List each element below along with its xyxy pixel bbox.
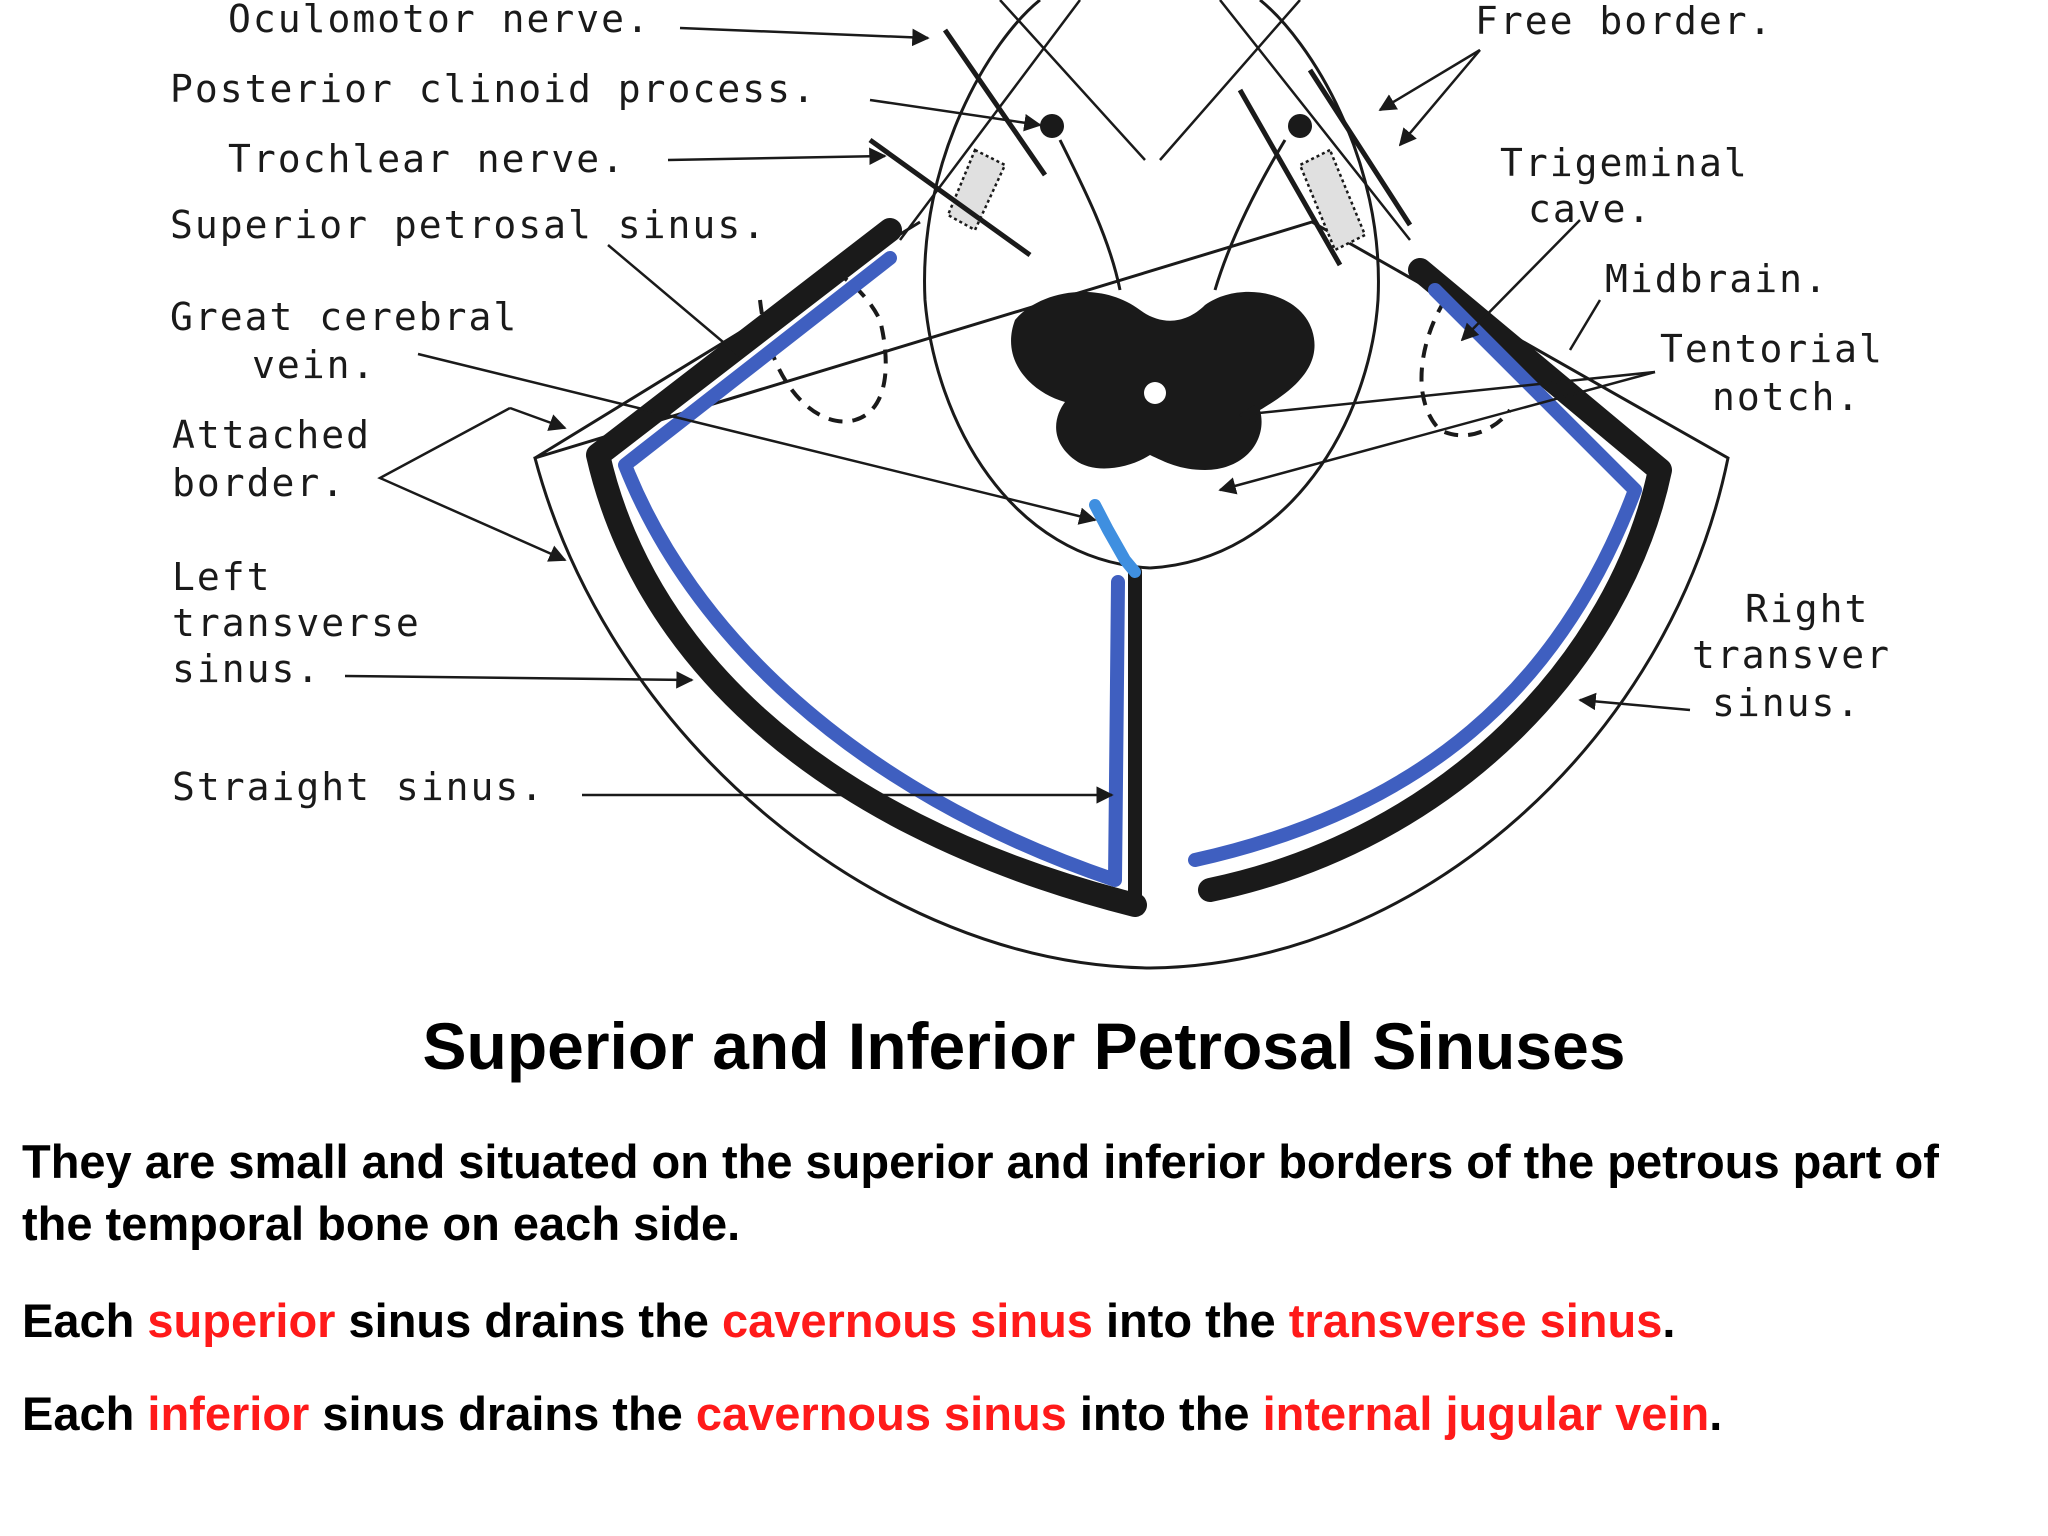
label-midbrain: Midbrain. <box>1605 257 1829 301</box>
p3-text-e: into the <box>1066 1387 1263 1440</box>
p3-text-a: Each <box>22 1387 148 1440</box>
right-clinoid <box>1288 114 1312 138</box>
label-right-transverse-3: sinus. <box>1712 681 1861 725</box>
paragraph-location: They are small and situated on the super… <box>22 1135 1939 1250</box>
label-trigeminal-1: Trigeminal <box>1500 141 1749 185</box>
p2-highlight-superior: superior <box>147 1294 336 1347</box>
midbrain <box>1011 291 1315 470</box>
p3-highlight-cavernous: cavernous sinus <box>695 1387 1067 1440</box>
label-right-transverse-1: Right <box>1745 587 1869 631</box>
label-oculomotor: Oculomotor nerve. <box>228 0 651 41</box>
label-great-cerebral-1: Great cerebral <box>170 295 518 339</box>
label-superior-petrosal: Superior petrosal sinus. <box>170 203 767 247</box>
p3-highlight-jugular: internal jugular vein <box>1262 1387 1710 1440</box>
label-great-cerebral-2: vein. <box>252 343 376 387</box>
p3-text-g: . <box>1709 1387 1723 1440</box>
p2-highlight-transverse: transverse sinus <box>1288 1294 1663 1347</box>
p3-text-c: sinus drains the <box>309 1387 696 1440</box>
p2-text-e: into the <box>1092 1294 1289 1347</box>
paragraph-inferior-drainage: Each inferior sinus drains the cavernous… <box>22 1383 2022 1445</box>
label-trigeminal-2: cave. <box>1528 187 1652 231</box>
label-free-border: Free border. <box>1475 0 1774 43</box>
left-transverse-band <box>586 218 1147 917</box>
right-blue-sinus <box>1188 283 1642 867</box>
label-trochlear: Trochlear nerve. <box>228 137 626 181</box>
left-clinoid <box>1040 114 1064 138</box>
label-attached-1: Attached <box>172 413 371 457</box>
tentorial-notch <box>923 0 1380 570</box>
paragraph-superior-drainage: Each superior sinus drains the cavernous… <box>22 1290 2022 1352</box>
p2-highlight-cavernous: cavernous sinus <box>722 1294 1093 1347</box>
p3-highlight-inferior: inferior <box>147 1387 310 1440</box>
left-blue-sinus <box>618 251 1125 887</box>
right-transverse-band <box>1198 258 1672 902</box>
label-attached-2: border. <box>172 461 346 505</box>
label-tentorial-1: Tentorial <box>1660 327 1884 371</box>
p2-text-a: Each <box>22 1294 148 1347</box>
great-cerebral-vein-blue <box>1089 499 1141 578</box>
label-right-transverse-2: transver <box>1692 633 1891 677</box>
left-trigeminal-cave <box>946 148 1007 232</box>
label-left-transverse-1: Left <box>172 555 272 599</box>
label-tentorial-2: notch. <box>1712 375 1861 419</box>
label-straight-sinus: Straight sinus. <box>172 765 545 809</box>
label-left-transverse-3: sinus. <box>172 647 321 691</box>
right-trigeminal-cave <box>1298 148 1367 252</box>
slide-title: Superior and Inferior Petrosal Sinuses <box>422 1009 1626 1083</box>
tentorium-diagram: Oculomotor nerve. Posterior clinoid proc… <box>170 0 1891 970</box>
p2-text-g: . <box>1662 1294 1676 1347</box>
label-posterior-clinoid: Posterior clinoid process. <box>170 67 817 111</box>
p2-text-c: sinus drains the <box>335 1294 722 1347</box>
label-left-transverse-2: transverse <box>172 601 421 645</box>
